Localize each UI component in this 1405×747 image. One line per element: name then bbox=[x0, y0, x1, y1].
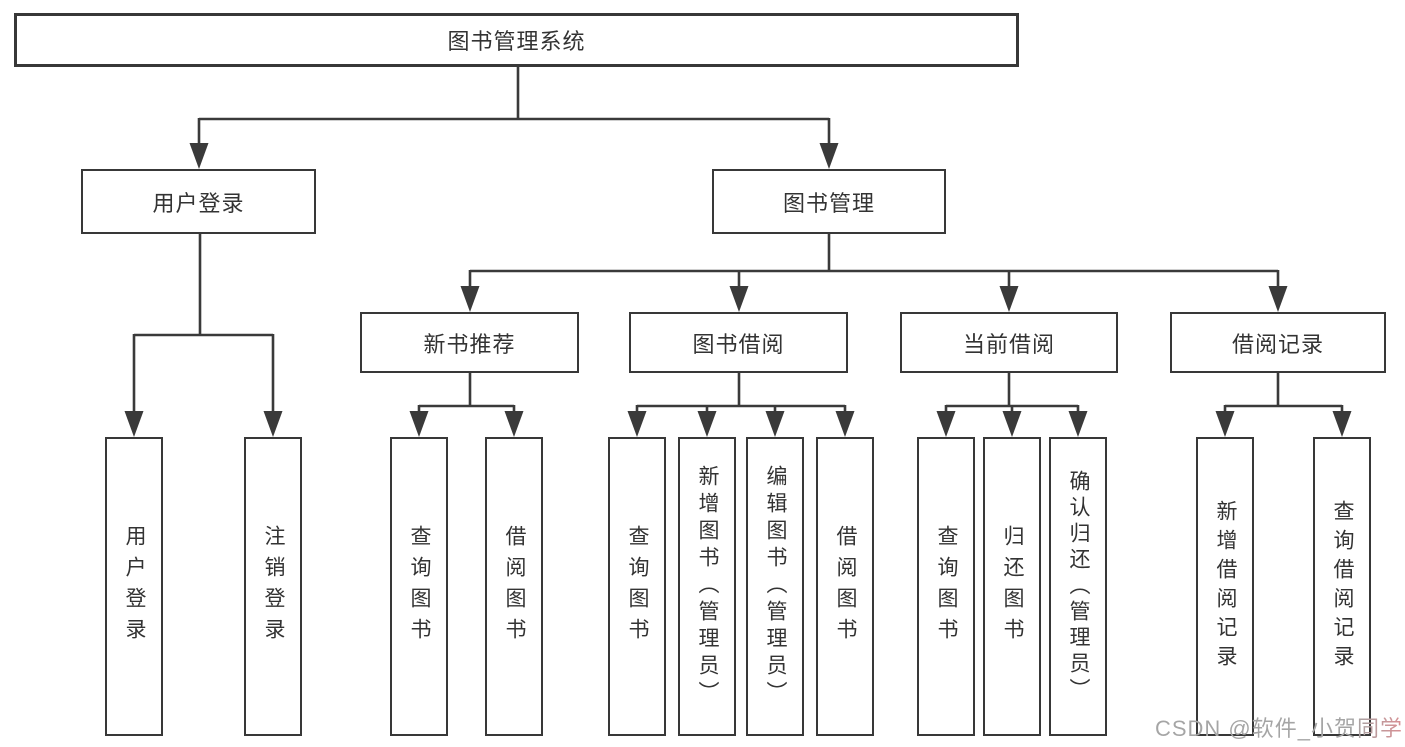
node-book-borrowing: 图书借阅 bbox=[629, 312, 848, 373]
leaf-logout: 注销登录 bbox=[244, 437, 302, 736]
leaf-query-books-3: 查询图书 bbox=[917, 437, 975, 736]
csdn-watermark: CSDN @软件_小贺同学 bbox=[1155, 711, 1403, 743]
leaf-edit-books-admin: 编辑图书（管理员） bbox=[746, 437, 804, 736]
leaf-confirm-return-admin: 确认归还（管理员） bbox=[1049, 437, 1107, 736]
leaf-return-books: 归还图书 bbox=[983, 437, 1041, 736]
leaf-borrow-books-1: 借阅图书 bbox=[485, 437, 543, 736]
node-borrowing-records: 借阅记录 bbox=[1170, 312, 1386, 373]
node-book-management: 图书管理 bbox=[712, 169, 946, 234]
leaf-borrow-books-2: 借阅图书 bbox=[816, 437, 874, 736]
leaf-add-books-admin: 新增图书（管理员） bbox=[678, 437, 736, 736]
arrowheads bbox=[124, 143, 1352, 437]
leaf-user-login: 用户登录 bbox=[105, 437, 163, 736]
node-library-management-system: 图书管理系统 bbox=[14, 13, 1019, 67]
leaf-query-books-1: 查询图书 bbox=[390, 437, 448, 736]
node-user-login: 用户登录 bbox=[81, 169, 316, 234]
leaf-query-books-2: 查询图书 bbox=[608, 437, 666, 736]
node-new-book-recommendation: 新书推荐 bbox=[360, 312, 579, 373]
node-current-borrowing: 当前借阅 bbox=[900, 312, 1118, 373]
leaf-add-borrow-record: 新增借阅记录 bbox=[1196, 437, 1254, 736]
leaf-query-borrow-record: 查询借阅记录 bbox=[1313, 437, 1371, 736]
